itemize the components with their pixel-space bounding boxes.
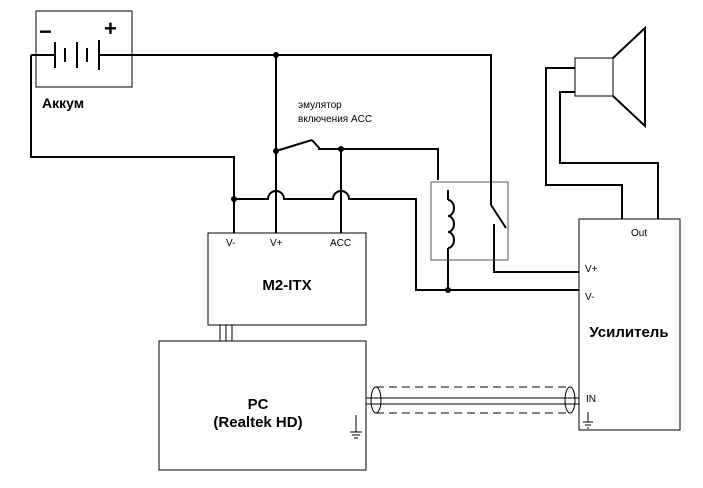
amplifier-in-label: IN	[586, 394, 596, 405]
switch-icon	[311, 139, 321, 150]
junctions	[231, 52, 451, 293]
battery-box	[35, 10, 133, 88]
acc-emulator-label-2: включения ACC	[298, 114, 372, 125]
pc-subtitle: (Realtek HD)	[213, 414, 302, 431]
shielded-cable-icon	[366, 386, 583, 414]
battery-plus-sign: +	[104, 16, 117, 41]
battery-block: − + Аккум	[31, 10, 133, 111]
amplifier-box	[578, 218, 681, 431]
amplifier-out-label: Out	[631, 228, 647, 239]
acc-emulator-label-1: эмулятор	[298, 100, 342, 111]
relay-box	[430, 181, 509, 261]
amplifier-title: Усилитель	[589, 324, 668, 341]
amplifier-vplus-label: V+	[585, 264, 598, 275]
battery-icon	[31, 40, 132, 70]
relay-block	[430, 180, 509, 261]
m2itx-pin-vplus: V+	[270, 238, 283, 249]
relay-contact-icon	[490, 180, 507, 232]
wires	[30, 54, 659, 341]
battery-minus-sign: −	[39, 19, 52, 44]
amplifier-ground-icon	[583, 412, 593, 429]
m2itx-pin-acc: ACC	[330, 238, 351, 249]
pc-title: PC	[248, 396, 269, 413]
m2itx-title: M2-ITX	[262, 277, 311, 294]
ground-icon	[350, 415, 362, 439]
pc-block: PC (Realtek HD)	[158, 340, 367, 471]
battery-label: Аккум	[42, 95, 84, 111]
amplifier-vminus-label: V-	[585, 292, 594, 303]
m2itx-pin-vminus: V-	[226, 238, 235, 249]
m2itx-box	[207, 232, 367, 326]
relay-coil-icon	[447, 190, 455, 249]
m2itx-block: V- V+ ACC M2-ITX	[207, 232, 367, 326]
amplifier-block: Out V+ V- Усилитель IN	[578, 218, 681, 431]
speaker-icon	[574, 25, 646, 129]
pc-box	[158, 340, 367, 471]
